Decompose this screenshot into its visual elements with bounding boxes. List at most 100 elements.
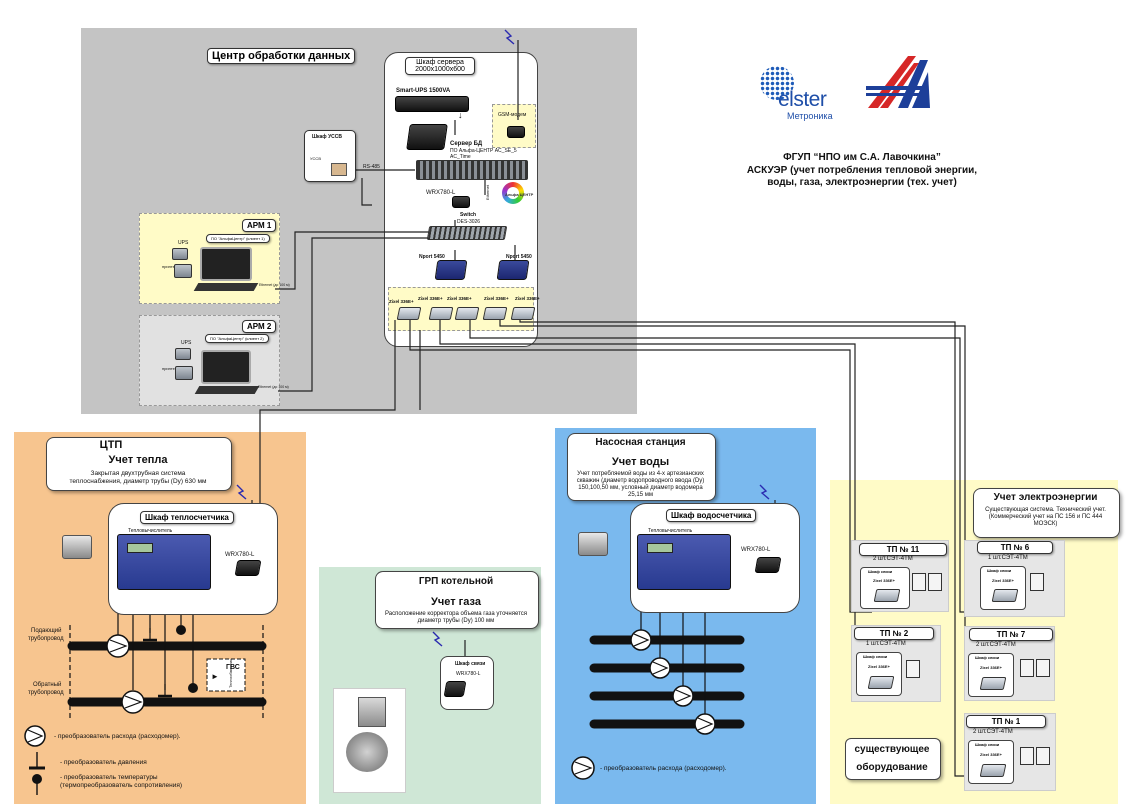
pump-desc4: 25,15 мм	[628, 492, 653, 498]
tp6-cabinet	[980, 566, 1026, 610]
elster-logo-dots	[760, 66, 794, 100]
ctp-wrx-device	[234, 560, 262, 576]
grp-wrx-label: WRX780-L	[456, 671, 481, 677]
zyxel-label-1: Zixel 336E+	[389, 299, 414, 304]
ctp-subtitle: Учет тепла	[108, 454, 168, 466]
ctp-meter-display	[127, 543, 153, 553]
grp-title-box	[375, 571, 539, 629]
ctp-meter-label: Тепловычислитель	[128, 528, 173, 534]
tp7-title: ТП № 7	[969, 628, 1053, 641]
pump-cabinet-title: Шкаф водосчетчика	[666, 509, 757, 522]
arm2-title: АРМ 2	[242, 320, 277, 333]
nport1-label: Nport 5450	[419, 254, 445, 260]
header-line3: воды, газа, электроэнергии (тех. учет)	[767, 177, 957, 188]
nport2-device	[496, 260, 530, 280]
pump-desc3: 150,100,50 мм, условный диаметр водомера	[578, 485, 703, 491]
ussv-title: Шкаф УССВ	[312, 134, 343, 140]
wrx-device	[452, 196, 470, 208]
tp6-title: ТП № 6	[977, 541, 1053, 554]
tp6-meters: 1 шт.СЭТ-4ТМ	[988, 555, 1028, 561]
arm2-eth-label: Ethernet (до 100 м)	[258, 385, 289, 389]
ctp-return-label1: Обратный	[33, 682, 62, 688]
grp-title: ГРП котельной	[418, 576, 494, 587]
tp6-zyxel-label: Zixel 336E+	[992, 578, 1014, 583]
existing-equipment-line1: существующее	[854, 744, 930, 755]
server-device	[416, 160, 528, 180]
gsm-modem	[507, 126, 525, 138]
ctp-legend-temp1: - преобразователь температуры	[60, 774, 158, 781]
tp1-meter-1	[1020, 747, 1034, 765]
ctp-supply-label2: трубопровод	[28, 636, 64, 642]
kvm-console	[406, 124, 448, 150]
server-software: ПО Альфа-ЦЕНТР AC_SE_5	[450, 148, 517, 154]
tp7-cabinet-label: Шкаф связи	[975, 655, 1000, 660]
tp6-meter-1	[1030, 573, 1044, 591]
electric-desc1: Существующая система. Технический учет.	[985, 507, 1106, 513]
elster-logo-text: elster	[778, 88, 827, 111]
grp-wrx-device	[443, 681, 467, 697]
tp1-title: ТП № 1	[966, 715, 1046, 728]
tp2-cabinet	[856, 652, 902, 696]
existing-equipment-line2: оборудование	[856, 762, 928, 773]
zyxel-label-5: Zixel 336E+	[515, 296, 540, 301]
rs485-label: RS-485	[363, 164, 380, 170]
header-line2: АСКУЭР (учет потребления тепловой энерги…	[746, 165, 978, 176]
ctp-zone	[14, 432, 306, 804]
server-time: AC_Time	[450, 154, 471, 160]
tp11-cabinet	[860, 567, 910, 609]
grp-subtitle: Учет газа	[431, 596, 481, 608]
zyxel-modem-3	[454, 307, 480, 320]
tp11-meters: 2 шт.СЭТ-4ТМ	[873, 556, 913, 562]
cabinet-title-label: Шкаф сервера	[416, 59, 464, 66]
tp2-title: ТП № 2	[854, 627, 934, 640]
tp1-zyxel	[979, 764, 1007, 777]
pump-title-box	[567, 433, 716, 501]
cabinet-title: Шкаф сервера 2000x1000x600	[405, 57, 475, 75]
tp11-zyxel-label: Zixel 336E+	[873, 578, 895, 583]
pump-reader-device	[578, 532, 608, 556]
switch-model: DES-3026	[457, 219, 481, 225]
ups-device	[395, 96, 469, 112]
ctp-desc2: теплоснабжения, диаметр трубы (Dy) 630 м…	[69, 478, 207, 485]
tp7-meter-2	[1036, 659, 1050, 677]
arm2-ups	[175, 348, 191, 360]
tp11-title: ТП № 11	[859, 543, 947, 556]
pump-subtitle: Учет воды	[611, 456, 670, 468]
ctp-gvs-arrow: ►	[211, 672, 219, 681]
tp11-cabinet-label: Шкаф связи	[868, 569, 893, 574]
tp7-meter-1	[1020, 659, 1034, 677]
ctp-supply-label1: Подающий	[31, 628, 62, 634]
arm1-printer	[174, 264, 192, 278]
pump-wrx-device	[754, 557, 782, 573]
tp1-cabinet-label: Шкаф связи	[975, 742, 1000, 747]
arm1-printer-label: принтер	[162, 264, 178, 269]
zyxel-modem-5	[510, 307, 536, 320]
ussv-label: УССВ	[310, 156, 321, 161]
electric-desc3: МОЭСК)	[1033, 521, 1058, 527]
switch-title: Switch	[460, 212, 477, 218]
arm1-ups	[172, 248, 188, 260]
tp11-meter-2	[928, 573, 942, 591]
ctp-wrx-label: WRX780-L	[225, 552, 255, 558]
cabinet-size: 2000x1000x600	[415, 66, 465, 73]
arm1-ups-label: UPS	[178, 240, 189, 246]
ctp-return-label2: трубопровод	[28, 690, 64, 696]
pump-meter-display	[647, 543, 673, 553]
electric-title: Учет электроэнергии	[993, 492, 1098, 503]
tp2-meters: 1 шт.СЭТ-4ТМ	[866, 641, 906, 647]
ctp-gvs-label: ГВС	[226, 664, 240, 671]
tp2-zyxel-label: Zixel 336E+	[868, 664, 890, 669]
ctp-reader-device	[62, 535, 92, 559]
gsm-label: GSM-модем	[498, 112, 527, 118]
pump-title: Насосная станция	[595, 437, 686, 448]
pump-legend-flow: - преобразователь расхода (расходомер).	[600, 765, 727, 772]
existing-equipment-box	[845, 738, 941, 780]
zyxel-label-2: Zixel 336E+	[418, 296, 443, 301]
ussv-box	[304, 130, 356, 182]
zyxel-modem-1	[396, 307, 422, 320]
zyxel-modem-4	[482, 307, 508, 320]
grp-desc2: диаметр трубы (Dy) 100 мм	[417, 618, 495, 624]
zyxel-label-4: Zixel 336E+	[484, 296, 509, 301]
ctp-title-box	[46, 437, 232, 491]
